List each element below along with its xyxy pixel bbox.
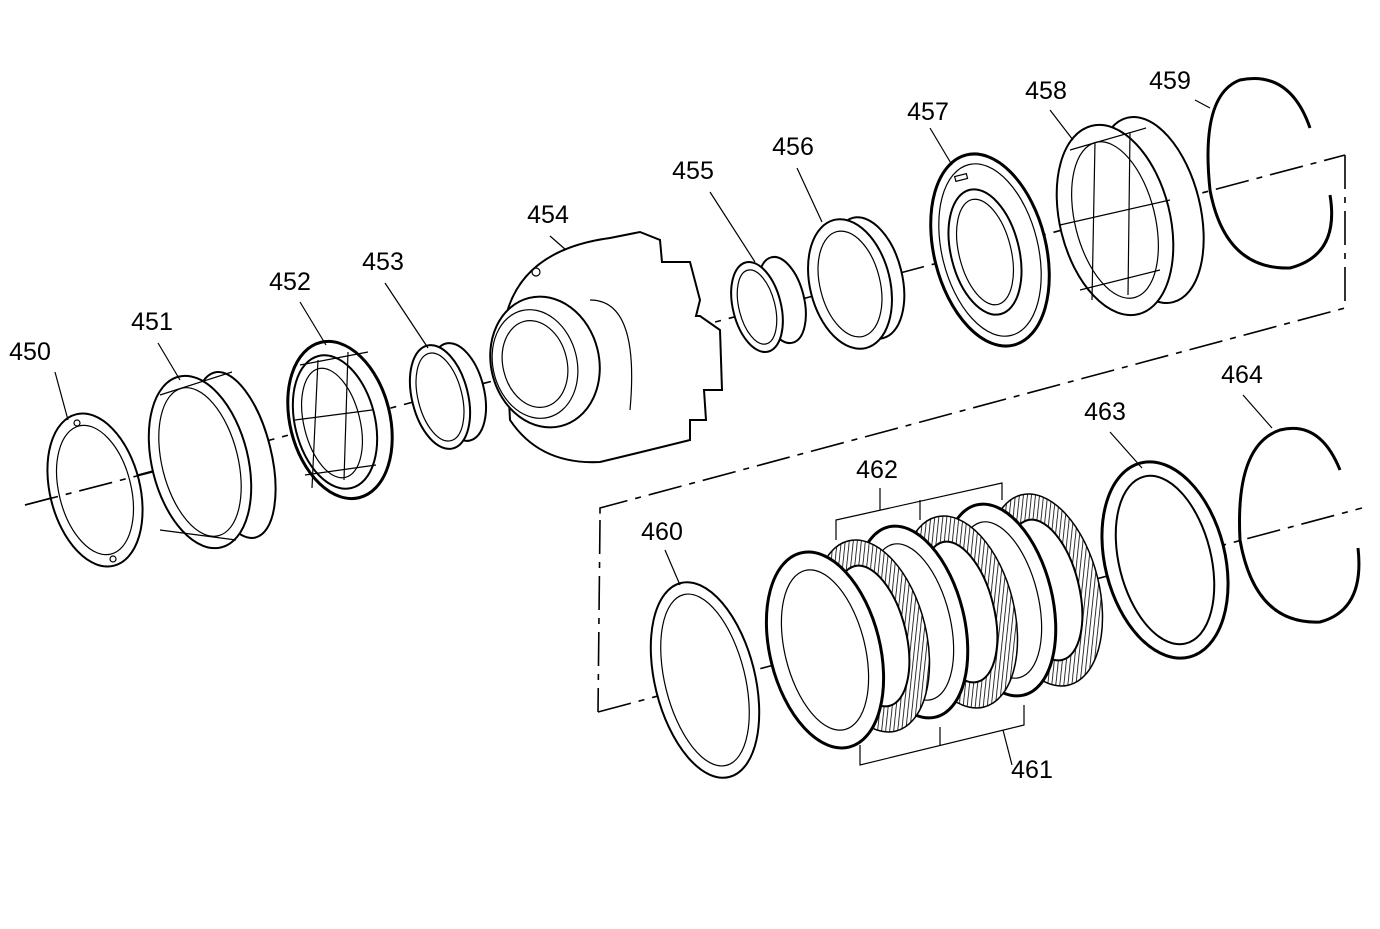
label-450: 450 [9, 338, 51, 366]
label-461: 461 [1011, 756, 1053, 784]
part-451-splined-ring [147, 371, 277, 550]
part-450-thrust-plate [24, 412, 161, 568]
part-463-backing-plate [1100, 460, 1230, 660]
part-453-sleeve [408, 342, 487, 450]
label-459: 459 [1149, 67, 1191, 95]
part-461-462-clutch-pack [764, 493, 1104, 750]
label-451: 451 [131, 308, 173, 336]
label-458: 458 [1025, 77, 1067, 105]
part-456-piston-ring [807, 216, 906, 350]
label-455: 455 [672, 157, 714, 185]
label-456: 456 [772, 133, 814, 161]
part-459-snap-ring [1206, 77, 1334, 270]
label-464: 464 [1221, 361, 1263, 389]
leader-lines [54, 99, 1273, 586]
label-457: 457 [907, 98, 949, 126]
part-458-splined-hub [1055, 116, 1205, 317]
bracket-462 [835, 482, 1003, 540]
part-454-drum-housing [489, 230, 724, 464]
part-455-sleeve [730, 255, 807, 354]
row-connector-upper [599, 155, 1346, 520]
bracket-461 [859, 705, 1025, 766]
label-460: 460 [641, 518, 683, 546]
part-452-roller-clutch [286, 339, 394, 501]
label-452: 452 [269, 268, 311, 296]
part-460-thrust-plate [649, 581, 761, 779]
label-454: 454 [527, 201, 569, 229]
label-463: 463 [1084, 398, 1126, 426]
label-453: 453 [362, 248, 404, 276]
part-457-piston [929, 152, 1051, 348]
part-464-snap-ring [1238, 426, 1361, 624]
row-connector-left [597, 519, 601, 713]
label-462: 462 [856, 456, 898, 484]
